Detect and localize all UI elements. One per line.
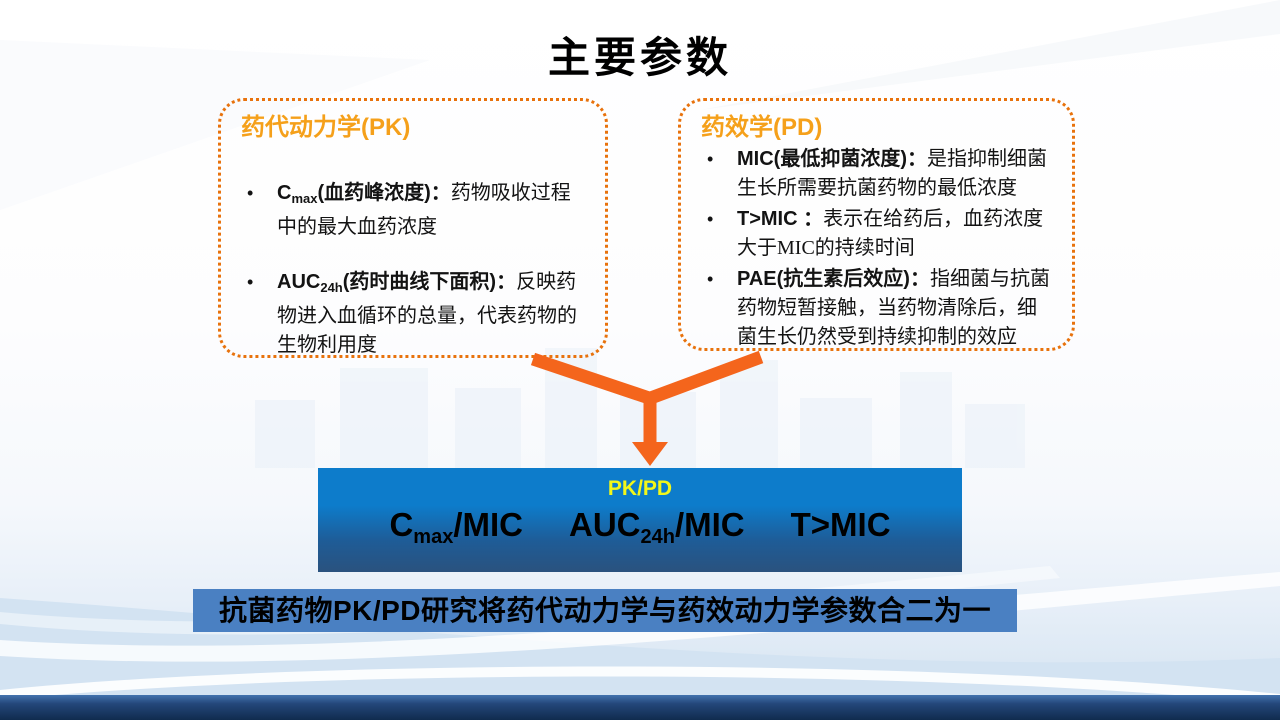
pk-bullet-cmax: • Cmax(血药峰浓度)：药物吸收过程中的最大血药浓度 [241, 179, 585, 242]
term-text: AUC [277, 271, 321, 293]
description-text: 药物吸收过程中的最大血药浓度 [277, 182, 571, 238]
formula-text: T>MIC [790, 506, 891, 543]
merge-arrow-icon [530, 350, 764, 466]
pk-bullet-auc-text: AUC24h(药时曲线下面积)：反映药物进入血循环的总量，代表药物的生物利用度 [277, 268, 585, 360]
arrow-left-branch [530, 352, 655, 406]
pkpd-box: PK/PD Cmax/MIC AUC24h/MIC T>MIC [318, 468, 962, 572]
formula-text: AUC [568, 506, 641, 543]
pk-bullet-cmax-text: Cmax(血药峰浓度)：药物吸收过程中的最大血药浓度 [277, 179, 585, 242]
term-subscript: 24h [320, 280, 343, 295]
formula-subscript: max [413, 526, 454, 548]
bullet-marker: • [707, 269, 714, 289]
term-text: C [277, 182, 292, 204]
pd-bullet-pae-text: PAE(抗生素后效应)：指细菌与抗菌药物短暂接触，当药物清除后，细菌生长仍然受到… [737, 265, 1052, 352]
pkpd-formulas: Cmax/MIC AUC24h/MIC T>MIC [318, 506, 962, 549]
formula-auc-mic: AUC24h/MIC [569, 506, 745, 549]
pd-bullet-mic: • MIC(最低抑菌浓度)：是指抑制细菌生长所需要抗菌药物的最低浓度 [701, 145, 1052, 203]
pd-bullet-mic-text: MIC(最低抑菌浓度)：是指抑制细菌生长所需要抗菌药物的最低浓度 [737, 145, 1052, 203]
formula-text: C [389, 506, 414, 543]
formula-text: /MIC [674, 506, 745, 543]
bullet-marker: • [247, 272, 254, 292]
pkpd-label: PK/PD [607, 477, 673, 500]
slide-title: 主要参数 [547, 36, 732, 82]
formula-cmax-mic: Cmax/MIC [389, 506, 523, 549]
bullet-marker: • [247, 183, 254, 203]
term-subscript: max [291, 191, 318, 206]
pk-bullet-auc: • AUC24h(药时曲线下面积)：反映药物进入血循环的总量，代表药物的生物利用… [241, 268, 585, 360]
pd-bullet-tmic-text: T>MIC ：表示在给药后，血药浓度大于MIC的持续时间 [737, 205, 1052, 263]
pd-box: 药效学(PD) • MIC(最低抑菌浓度)：是指抑制细菌生长所需要抗菌药物的最低… [678, 98, 1075, 351]
description-text: 是指抑制细菌生长所需要抗菌药物的最低浓度 [737, 148, 1047, 199]
formula-text: /MIC [453, 506, 523, 543]
arrow-head [632, 442, 668, 466]
pk-box-title: 药代动力学(PK) [241, 114, 411, 141]
bullet-marker: • [707, 149, 714, 169]
footer-bar [0, 695, 1280, 720]
description-text: 反映药物进入血循环的总量，代表药物的生物利用度 [277, 271, 577, 356]
term-text: PAE(抗生素后效应)： [737, 268, 930, 290]
bullet-marker: • [707, 209, 714, 229]
conclusion-banner: 抗菌药物PK/PD研究将药代动力学与药效动力学参数合二为一 [193, 589, 1017, 632]
term-text: (药时曲线下面积)： [342, 271, 517, 293]
pd-bullet-pae: • PAE(抗生素后效应)：指细菌与抗菌药物短暂接触，当药物清除后，细菌生长仍然… [701, 265, 1052, 352]
formula-t-mic: T>MIC [791, 506, 891, 549]
description-text: 指细菌与抗菌药物短暂接触，当药物清除后，细菌生长仍然受到持续抑制的效应 [737, 268, 1050, 348]
pd-bullet-tmic: • T>MIC ：表示在给药后，血药浓度大于MIC的持续时间 [701, 205, 1052, 263]
formula-subscript: 24h [640, 526, 675, 548]
term-text: T>MIC ： [737, 208, 824, 230]
pk-box: 药代动力学(PK) • Cmax(血药峰浓度)：药物吸收过程中的最大血药浓度 •… [218, 98, 608, 358]
description-text: 表示在给药后，血药浓度大于MIC的持续时间 [737, 208, 1044, 259]
pd-box-title: 药效学(PD) [701, 114, 823, 141]
term-text: (血药峰浓度)： [317, 182, 451, 204]
top-swoosh-decoration [0, 0, 1280, 210]
arrow-right-branch [645, 350, 764, 406]
term-text: MIC(最低抑菌浓度)： [737, 148, 927, 170]
